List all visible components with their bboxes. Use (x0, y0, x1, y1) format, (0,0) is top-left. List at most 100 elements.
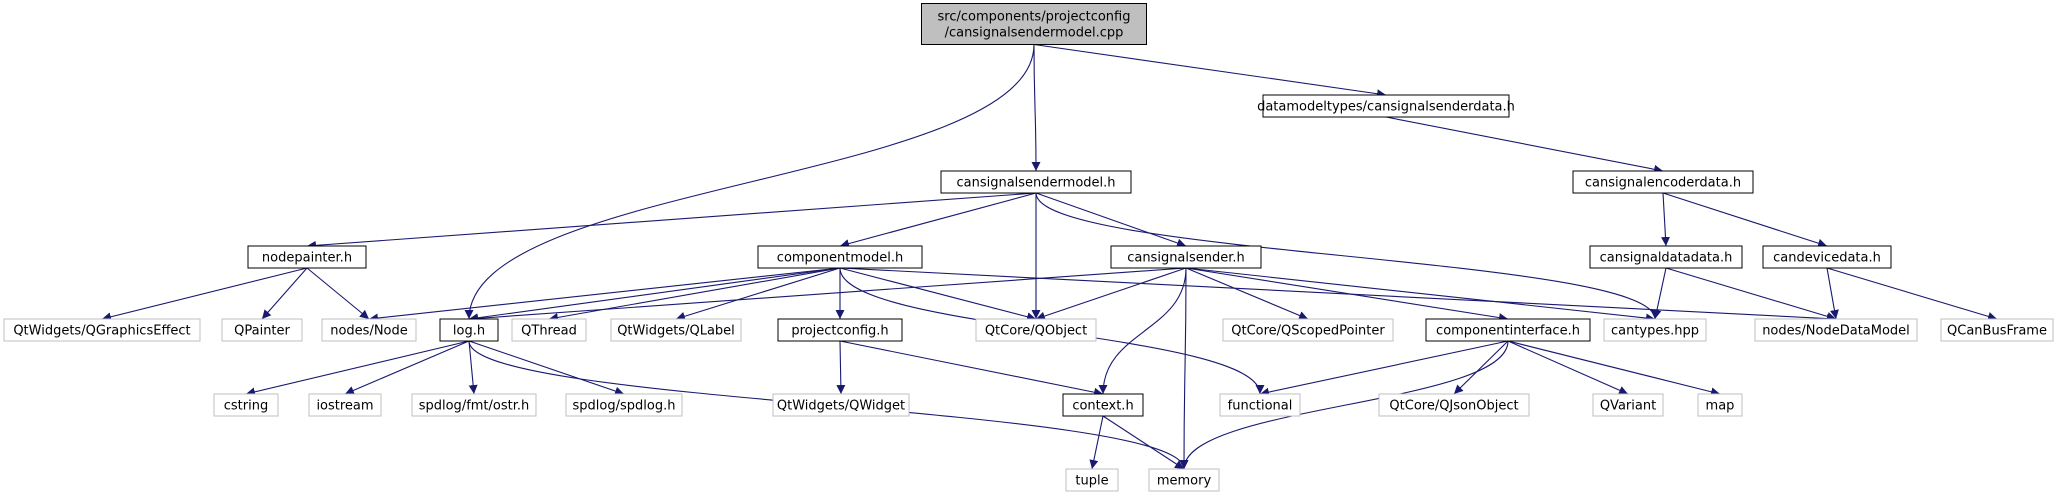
edge-cansignalsender-h-to-cantypes-hpp (1185, 267, 1656, 323)
edge-cansignalsender-h-to-memory (1179, 267, 1189, 470)
node-box (1110, 245, 1262, 269)
node-label: cantypes.hpp (1611, 324, 1699, 339)
node-box (1697, 393, 1743, 417)
node-box (1940, 318, 2054, 342)
node-datamodeltypes-cansignalsenderdata[interactable]: datamodeltypes/cansignalsenderdata.h (1257, 94, 1515, 118)
node-box (1425, 318, 1591, 342)
node-box (1219, 393, 1301, 417)
node-box (565, 393, 683, 417)
edge-componentinterface-h-to-functional (1259, 340, 1509, 397)
node-box (3, 318, 201, 342)
edge-componentmodel-h-to-log-h (468, 267, 841, 323)
node-cansignaldatadata-h[interactable]: cansignaldatadata.h (1589, 245, 1743, 269)
edge-cansignalsender-h-to-context-h (1098, 267, 1187, 395)
node-label: log.h (453, 324, 485, 339)
node-label: tuple (1075, 474, 1108, 489)
node-label: QtCore/QScopedPointer (1231, 324, 1385, 339)
edge-cansignalsender-h-to-log-h (468, 267, 1187, 323)
node-componentinterface-h[interactable]: componentinterface.h (1425, 318, 1591, 342)
node-label: QThread (521, 324, 577, 339)
node-label: src/components/projectconfig (938, 10, 1131, 25)
node-nodes-node: nodes/Node (321, 318, 417, 342)
node-box (757, 245, 923, 269)
edge-componentmodel-h-to-qthread (548, 267, 841, 322)
node-qscopedpointer: QtCore/QScopedPointer (1222, 318, 1394, 342)
node-box (975, 318, 1097, 342)
node-label: /cansignalsendermodel.cpp (945, 26, 1124, 41)
node-root[interactable]: src/components/projectconfig/cansignalse… (921, 3, 1147, 45)
edge-cansignalsender-h-to-componentinterface-h (1185, 267, 1509, 323)
node-box (772, 393, 910, 417)
node-label: componentinterface.h (1436, 324, 1580, 339)
node-qgraphicseffect: QtWidgets/QGraphicsEffect (3, 318, 201, 342)
node-box (213, 393, 279, 417)
node-cansignalsender-h[interactable]: cansignalsender.h (1110, 245, 1262, 269)
node-box (308, 393, 382, 417)
node-box (511, 318, 587, 342)
node-label: datamodeltypes/cansignalsenderdata.h (1257, 100, 1515, 115)
edge-root-to-log-h (464, 44, 1035, 320)
edge-cansignalsender-h-to-qobject (1035, 267, 1187, 321)
node-fmt-ostr: spdlog/fmt/ostr.h (411, 393, 537, 417)
node-nodepainter-h[interactable]: nodepainter.h (247, 245, 367, 269)
node-tuple: tuple (1065, 468, 1119, 492)
node-functional: functional (1219, 393, 1301, 417)
edge-candevicedata-h-to-qcanbusframe (1826, 267, 1998, 321)
node-qcanbusframe: QCanBusFrame (1940, 318, 2054, 342)
edge-componentinterface-h-to-memory (1179, 340, 1509, 470)
edge-context-h-to-memory (1102, 415, 1185, 470)
node-spdlog-h: spdlog/spdlog.h (565, 393, 683, 417)
node-label: cansignalsendermodel.h (956, 176, 1115, 191)
edge-cansignalsendermodel-h-to-nodepainter-h (306, 192, 1037, 250)
node-qlabel: QtWidgets/QLabel (610, 318, 742, 342)
node-label: cstring (224, 399, 268, 414)
node-box (1262, 94, 1510, 118)
node-log-h[interactable]: log.h (439, 318, 499, 342)
edge-log-h-to-iostream (344, 340, 470, 395)
node-label: nodes/NodeDataModel (1762, 324, 1910, 339)
node-cansignalsendermodel-h[interactable]: cansignalsendermodel.h (940, 170, 1132, 194)
edge-cansignalencoderdata-h-to-candevicedata-h (1662, 192, 1828, 248)
edge-componentmodel-h-to-nodes-node (368, 267, 841, 323)
node-box (777, 318, 903, 342)
edge-root-to-datamodeltypes-cansignalsenderdata (1033, 43, 1387, 99)
edge-datamodeltypes-cansignalsenderdata-to-cansignalencoderdata-h (1385, 116, 1664, 174)
node-box (1592, 393, 1664, 417)
edge-componentmodel-h-to-qobject (839, 267, 1037, 322)
node-cansignalencoderdata-h[interactable]: cansignalencoderdata.h (1572, 170, 1754, 194)
node-box (439, 318, 499, 342)
edge-cansignaldatadata-h-to-nodedatamodel (1665, 267, 1837, 321)
node-label: candevicedata.h (1773, 251, 1881, 266)
edge-nodepainter-h-to-qgraphicseffect (101, 267, 308, 322)
node-box (1065, 468, 1119, 492)
node-label: context.h (1072, 399, 1133, 414)
node-box (921, 3, 1147, 45)
node-context-h[interactable]: context.h (1062, 393, 1144, 417)
node-label: QtWidgets/QGraphicsEffect (13, 324, 190, 339)
node-qwidget: QtWidgets/QWidget (772, 393, 910, 417)
edge-cansignalsendermodel-h-to-cantypes-hpp (1035, 192, 1660, 320)
node-map: map (1697, 393, 1743, 417)
node-label: QCanBusFrame (1947, 324, 2047, 339)
node-qthread: QThread (511, 318, 587, 342)
node-candevicedata-h[interactable]: candevicedata.h (1762, 245, 1892, 269)
edge-root-to-cansignalsendermodel-h (1031, 44, 1041, 172)
node-qobject: QtCore/QObject (975, 318, 1097, 342)
node-box (1378, 393, 1530, 417)
edge-nodepainter-h-to-qpainter (261, 267, 308, 320)
node-nodedatamodel: nodes/NodeDataModel (1754, 318, 1918, 342)
node-label: QtCore/QJsonObject (1389, 399, 1518, 414)
node-label: cansignalsender.h (1127, 251, 1245, 266)
edge-log-h-to-spdlog-h (468, 340, 625, 396)
node-componentmodel-h[interactable]: componentmodel.h (757, 245, 923, 269)
node-box (321, 318, 417, 342)
edge-log-h-to-cstring (245, 340, 470, 397)
node-cantypes-hpp: cantypes.hpp (1603, 318, 1707, 342)
node-box (1062, 393, 1144, 417)
edge-context-h-to-tuple (1089, 415, 1104, 470)
edge-projectconfig-h-to-qwidget (836, 340, 846, 395)
node-label: cansignaldatadata.h (1600, 251, 1733, 266)
node-projectconfig-h[interactable]: projectconfig.h (777, 318, 903, 342)
node-box (1222, 318, 1394, 342)
